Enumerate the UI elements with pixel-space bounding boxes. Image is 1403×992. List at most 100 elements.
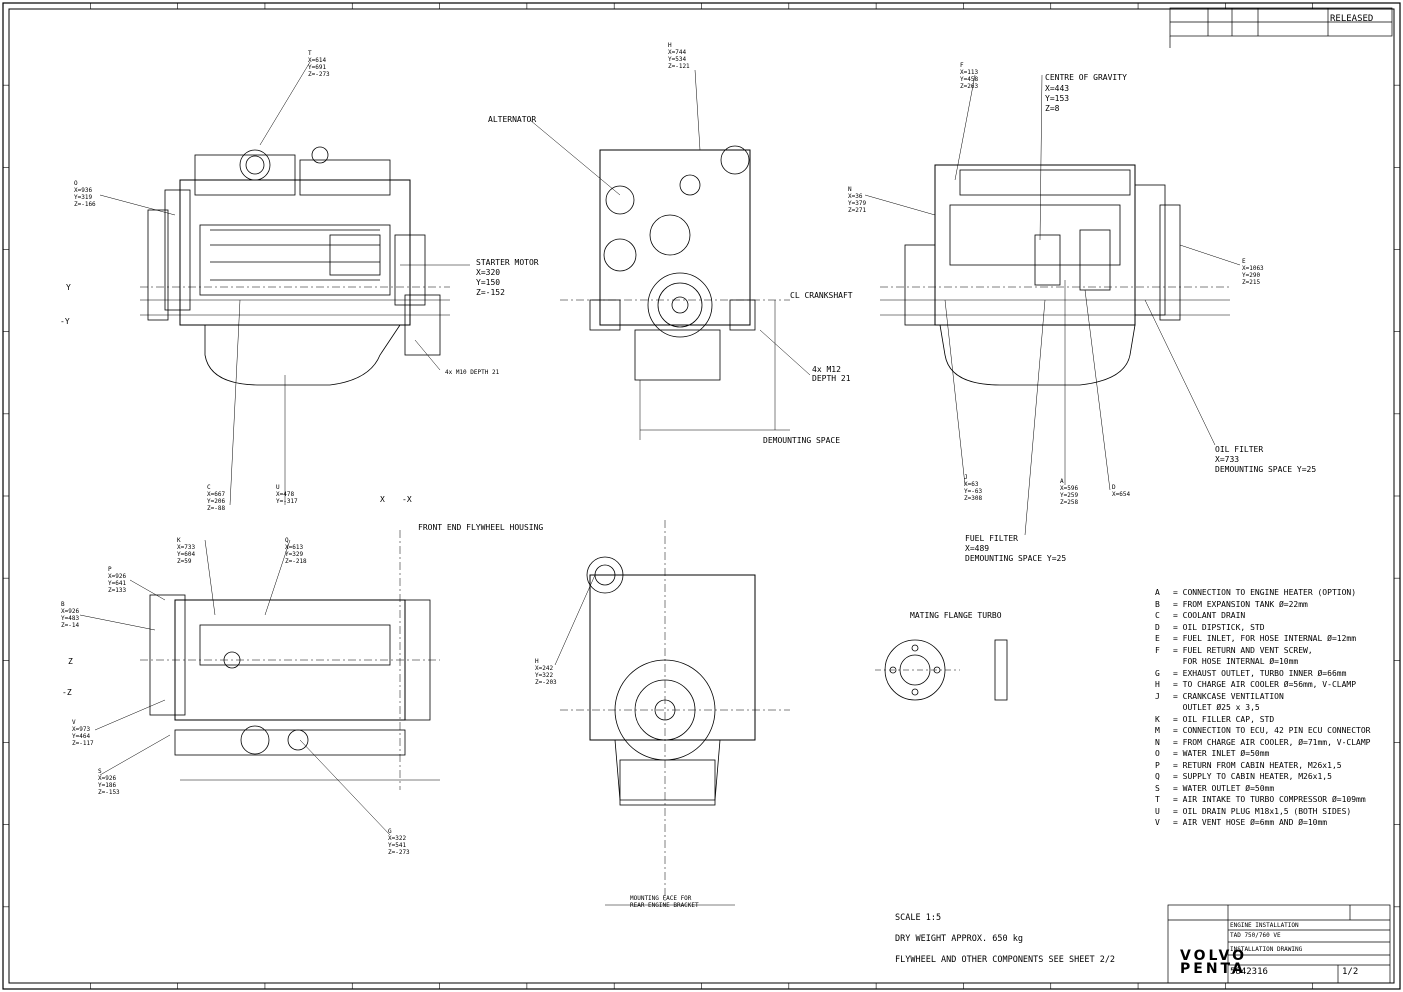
legend-row: J = CRANKCASE VENTILATION OUTLET Ø25 x 3,… [1155, 691, 1395, 714]
mounting-face-label: MOUNTING FACE FOR REAR ENGINE BRACKET [630, 895, 699, 909]
legend-row: D= OIL DIPSTICK, STD [1155, 622, 1395, 634]
point-callout-s: S X=926 Y=186 Z=-153 [98, 768, 120, 796]
legend-row: S = WATER OUTLET Ø=50mm [1155, 783, 1395, 795]
point-callout-q: Q X=613 Y=329 Z=-218 [285, 537, 307, 565]
top-view [140, 530, 440, 790]
legend-row: N = FROM CHARGE AIR COOLER, Ø=71mm, V-CLA… [1155, 737, 1395, 749]
legend-text: = EXHAUST OUTLET, TURBO INNER Ø=66mm [1173, 668, 1347, 678]
legend-text: = RETURN FROM CABIN HEATER, M26x1,5 [1173, 760, 1342, 770]
legend-key: B [1155, 599, 1160, 609]
axis-y: Y [66, 283, 71, 292]
cog-label: CENTRE OF GRAVITY [1045, 73, 1127, 82]
front-end-label: FRONT END FLYWHEEL HOUSING [418, 523, 544, 532]
drawing-title: ENGINE INSTALLATION [1230, 922, 1299, 929]
legend-key: S [1155, 783, 1160, 793]
legend-text: = FUEL INLET, FOR HOSE INTERNAL Ø=12mm [1173, 634, 1357, 643]
point-callout-f: F X=113 Y=458 Z=263 [960, 62, 979, 90]
legend-text: = SUPPLY TO CABIN HEATER, M26x1,5 [1173, 772, 1332, 781]
legend-key: J [1155, 691, 1160, 701]
drawing-notes: SCALE 1:5 DRY WEIGHT APPROX. 650 kg FLYW… [895, 908, 1115, 971]
legend-text: = TO CHARGE AIR COOLER Ø=56mm, V-CLAMP [1173, 680, 1357, 689]
legend-key: D [1155, 622, 1160, 632]
point-callout-h2: H X=242 Y=322 Z=-203 [535, 658, 557, 686]
legend-row: G = EXHAUST OUTLET, TURBO INNER Ø=66mm [1155, 668, 1395, 680]
legend-row: B = FROM EXPANSION TANK Ø=22mm [1155, 599, 1395, 611]
legend-key: K [1155, 714, 1160, 724]
oil-filter-label: OIL FILTER [1215, 445, 1264, 454]
sheet-number: 1/2 [1342, 967, 1359, 977]
leader-lines [79, 61, 1241, 836]
legend-key: U [1155, 806, 1160, 816]
starter-label: STARTER MOTOR [476, 258, 539, 267]
point-callout-h: H X=744 Y=534 Z=-121 [668, 42, 690, 70]
point-callout-t: T X=614 Y=691 Z=-273 [308, 50, 330, 78]
legend-row: V = AIR VENT HOSE Ø=6mm AND Ø=10mm [1155, 817, 1395, 829]
legend-key: G [1155, 668, 1160, 678]
point-callout-v: V X=973 Y=464 Z=-117 [72, 719, 94, 747]
legend-key: P [1155, 760, 1160, 770]
point-callout-e: E X=1063 Y=290 Z=215 [1242, 258, 1264, 286]
scale-note: SCALE 1:5 [895, 913, 942, 923]
point-callout-p: P X=926 Y=641 Z=133 [108, 566, 127, 594]
legend-text: = CONNECTION TO ENGINE HEATER (OPTION) [1173, 588, 1357, 597]
legend-key: F [1155, 645, 1160, 655]
fuel-filter-label: FUEL FILTER [965, 534, 1018, 543]
point-callout-d: D X=654 [1112, 484, 1131, 498]
axis-x: X [380, 495, 385, 504]
legend-key: T [1155, 795, 1160, 804]
m12-note: 4x M12 DEPTH 21 [812, 365, 851, 383]
mating-flange-view [875, 639, 1008, 701]
status-label: RELEASED [1330, 14, 1374, 24]
front-view [560, 145, 790, 440]
legend-key: M [1155, 726, 1160, 735]
legend-key: H [1155, 680, 1160, 689]
legend-key: Q [1155, 772, 1160, 781]
legend-text: = WATER OUTLET Ø=50mm [1173, 783, 1275, 793]
legend-row: M = CONNECTION TO ECU, 42 PIN ECU CONNECT… [1155, 725, 1395, 737]
legend-text: = CONNECTION TO ECU, 42 PIN ECU CONNECTO… [1173, 726, 1371, 735]
legend-row: H = TO CHARGE AIR COOLER Ø=56mm, V-CLAMP [1155, 679, 1395, 691]
starter-z: Z=-152 [476, 288, 505, 297]
connection-legend: A = CONNECTION TO ENGINE HEATER (OPTION) B… [1155, 587, 1395, 829]
drawing-type: INSTALLATION DRAWING [1230, 946, 1303, 953]
mating-flange-label: MATING FLANGE TURBO [910, 611, 1002, 620]
m10-note: 4x M10 DEPTH 21 [445, 369, 500, 376]
brand-logo: VOLVO PENTA [1180, 948, 1247, 977]
legend-text: = CRANKCASE VENTILATION OUTLET Ø25 x 3,5 [1173, 691, 1284, 713]
legend-row: O = WATER INLET Ø=50mm [1155, 748, 1395, 760]
legend-text: = FROM CHARGE AIR COOLER, Ø=71mm, V-CLAM… [1173, 737, 1371, 747]
legend-row: C = COOLANT DRAIN [1155, 610, 1395, 622]
starter-x: X=320 [476, 268, 501, 277]
legend-row: U = OIL DRAIN PLUG M18x1,5 (BOTH SIDES) [1155, 806, 1395, 818]
axis-neg-y: -Y [60, 317, 70, 326]
legend-text: = WATER INLET Ø=50mm [1173, 749, 1270, 758]
frame-zone-ticks [3, 3, 1400, 989]
legend-text: = AIR INTAKE TO TURBO COMPRESSOR Ø=109mm [1173, 795, 1366, 804]
legend-text: = OIL FILLER CAP, STD [1173, 714, 1275, 724]
point-callout-j: J X=63 Y=-63 Z=308 [964, 474, 983, 502]
legend-key: O [1155, 749, 1160, 758]
side-view-right [880, 164, 1230, 386]
legend-key: N [1155, 737, 1160, 747]
fuel-filter-x: X=489 [965, 544, 990, 553]
legend-text: = COOLANT DRAIN [1173, 611, 1246, 620]
legend-row: K = OIL FILLER CAP, STD [1155, 714, 1395, 726]
legend-text: = OIL DRAIN PLUG M18x1,5 (BOTH SIDES) [1173, 806, 1352, 816]
alternator-label: ALTERNATOR [488, 115, 537, 124]
oil-filter-x: X=733 [1215, 455, 1240, 464]
axis-neg-z: -Z [62, 688, 72, 697]
legend-key: V [1155, 818, 1160, 827]
legend-text: = FROM EXPANSION TANK Ø=22mm [1173, 599, 1308, 609]
legend-key: A [1155, 588, 1160, 597]
rear-view [560, 520, 790, 906]
legend-row: P = RETURN FROM CABIN HEATER, M26x1,5 [1155, 760, 1395, 772]
cl-crankshaft-label: CL CRANKSHAFT [790, 291, 853, 300]
legend-row: E = FUEL INLET, FOR HOSE INTERNAL Ø=12mm [1155, 633, 1395, 645]
point-callout-b: B X=926 Y=483 Z=-14 [61, 601, 80, 629]
legend-key: C [1155, 611, 1160, 620]
weight-note: DRY WEIGHT APPROX. 650 kg [895, 934, 1023, 944]
point-callout-n: N X=36 Y=379 Z=271 [848, 186, 867, 214]
legend-key: E [1155, 634, 1160, 643]
legend-text: = AIR VENT HOSE Ø=6mm AND Ø=10mm [1173, 818, 1328, 827]
